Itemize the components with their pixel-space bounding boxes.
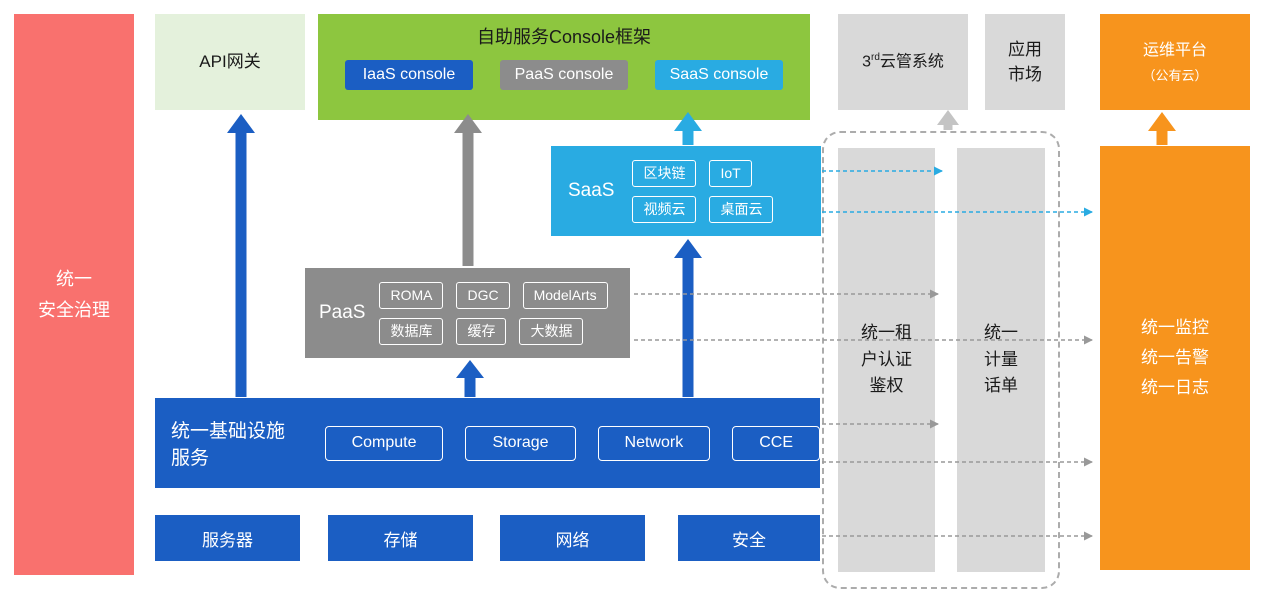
paas-item-roma: ROMA [379,281,444,309]
third-party-cms-box: 3rd云管系统 [838,14,968,110]
saas-console-chip: SaaS console [655,60,783,90]
saas-item-video-cloud: 视频云 [632,195,697,223]
iaas-console-chip: IaaS console [345,60,473,90]
arrow-paas-to-console [454,114,482,266]
paas-item-dgc: DGC [456,281,510,309]
paas-label: PaaS [319,302,366,323]
unified-security-panel: 统一 安全治理 [14,14,134,575]
hardware-item-server: 服务器 [155,515,300,561]
arrow-infra-to-api-gateway [227,114,255,397]
paas-item-cache: 缓存 [456,317,507,345]
metering-bar: 统一 计量 话单 [957,148,1045,572]
console-chip-row: IaaS console PaaS console SaaS console [345,60,783,90]
hardware-item-security: 安全 [678,515,820,561]
tenant-services-group: 统一租 户认证 鉴权 统一 计量 话单 [822,131,1060,589]
api-gateway-box: API网关 [155,14,305,110]
saas-item-blockchain: 区块链 [632,159,697,187]
arrow-infra-to-saas [674,239,702,397]
arrow-monitoring-to-om [1148,112,1176,145]
third-party-cms-label: 3rd云管系统 [862,51,944,71]
arrow-tenant-to-cms [937,110,959,130]
paas-item-database: 数据库 [379,317,444,345]
saas-box: SaaS 区块链 IoT 视频云 桌面云 [551,146,821,236]
saas-label: SaaS [568,180,615,201]
paas-item-modelarts: ModelArts [522,281,608,309]
paas-chip-grid: ROMA DGC ModelArts 数据库 缓存 大数据 [379,281,608,345]
paas-item-bigdata: 大数据 [519,317,584,345]
infra-item-cce: CCE [732,425,820,461]
saas-item-desktop-cloud: 桌面云 [709,195,774,223]
console-framework-title: 自助服务Console框架 [476,27,652,47]
app-market-box: 应用 市场 [985,14,1065,110]
infra-item-storage: Storage [465,425,576,461]
monitoring-panel: 统一监控 统一告警 统一日志 [1100,146,1250,570]
infrastructure-label: 统一基础设施服务 [171,421,286,469]
om-platform-line2: （公有云） [1142,67,1208,83]
hardware-item-storage: 存储 [328,515,473,561]
arrow-infra-to-paas [456,360,484,397]
infra-item-compute: Compute [324,425,444,461]
tenant-auth-bar: 统一租 户认证 鉴权 [838,148,935,572]
saas-item-iot: IoT [709,159,752,187]
saas-chip-grid: 区块链 IoT 视频云 桌面云 [632,159,774,223]
hardware-item-network: 网络 [500,515,645,561]
paas-box: PaaS ROMA DGC ModelArts 数据库 缓存 大数据 [305,268,630,358]
infrastructure-chip-row: Compute Storage Network CCE [324,425,820,461]
om-platform-line1: 运维平台 [1142,41,1207,59]
console-framework-box: 自助服务Console框架 IaaS console PaaS console … [318,14,810,120]
infrastructure-box: 统一基础设施服务 Compute Storage Network CCE [155,398,820,488]
paas-console-chip: PaaS console [500,60,628,90]
infra-item-network: Network [597,425,711,461]
om-platform-box: 运维平台 （公有云） [1100,14,1250,110]
